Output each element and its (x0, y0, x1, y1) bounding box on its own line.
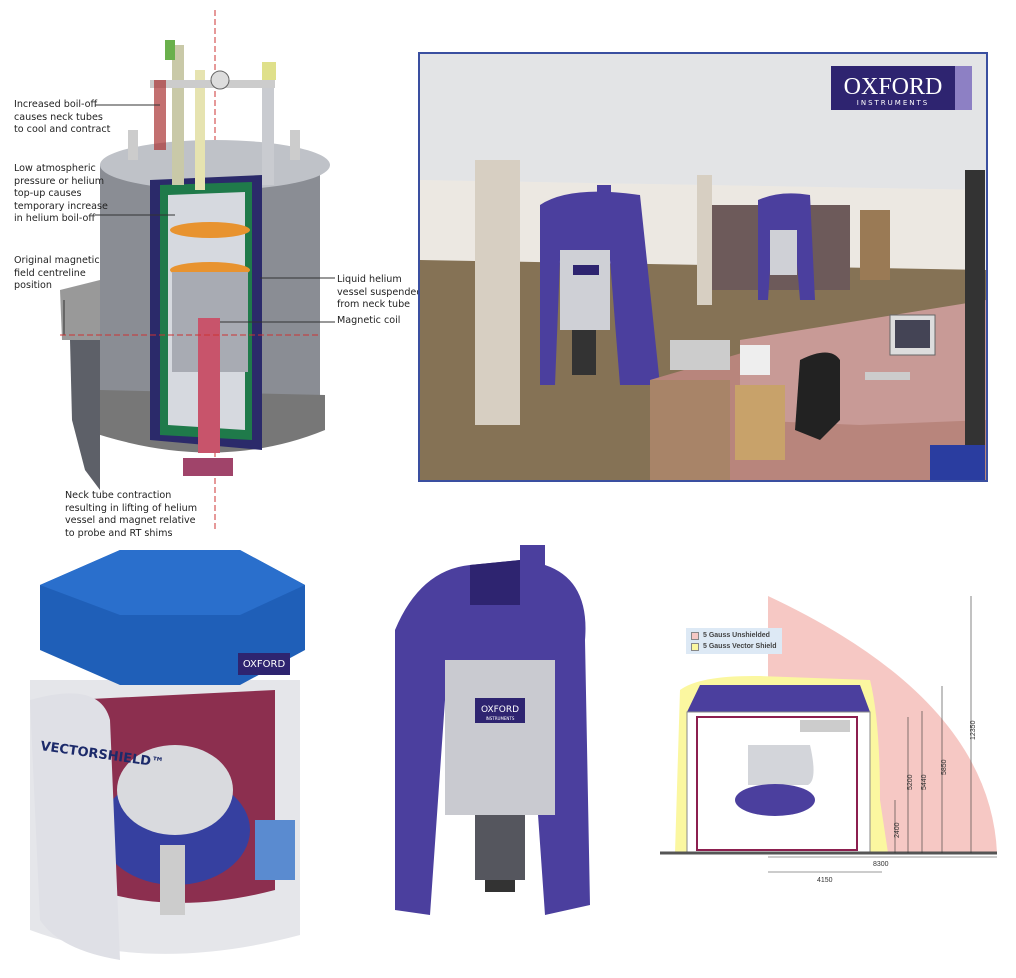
dim-2400: 2400 (894, 822, 901, 838)
office-logo-text: OXFORD (844, 74, 943, 100)
dim-8300: 8300 (873, 861, 889, 868)
dim-5850: 5850 (941, 759, 948, 775)
office-scene-illustration: OXFORD INSTRUMENTS (418, 52, 988, 482)
dim-5200: 5200 (907, 774, 914, 790)
label-boil-off: Increased boil-off causes neck tubes to … (14, 99, 111, 135)
legend-swatch-pink (691, 631, 699, 640)
vectorshield-illustration: VECTORSHIELD™ OXFORD (30, 550, 305, 960)
office-logo-sub: INSTRUMENTS (857, 99, 929, 107)
dim-4150: 4150 (817, 877, 833, 884)
magnet-illustration: OXFORD INSTRUMENTS (395, 545, 590, 915)
magnet-logo: OXFORD (481, 705, 519, 715)
legend-unshielded: 5 Gauss Unshielded (691, 630, 777, 641)
dim-5440: 5440 (921, 774, 928, 790)
field-legend: 5 Gauss Unshielded 5 Gauss Vector Shield (686, 628, 782, 654)
label-centreline: Original magnetic field centreline posit… (14, 255, 100, 291)
label-pressure: Low atmospheric pressure or helium top-u… (14, 163, 108, 224)
legend-label: 5 Gauss Vector Shield (703, 643, 777, 650)
cryostat-cutaway-illustration (60, 10, 335, 530)
label-vessel: Liquid helium vessel suspended from neck… (337, 274, 423, 310)
magnet-logo-sub: INSTRUMENTS (486, 716, 515, 721)
dim-12350: 12350 (970, 720, 977, 740)
label-coil: Magnetic coil (337, 315, 401, 326)
legend-vector-shield: 5 Gauss Vector Shield (691, 641, 777, 652)
label-contraction: Neck tube contraction resulting in lifti… (65, 490, 198, 539)
vectorshield-logo: OXFORD (243, 659, 286, 670)
legend-swatch-yellow (691, 642, 699, 651)
legend-label: 5 Gauss Unshielded (703, 632, 770, 639)
